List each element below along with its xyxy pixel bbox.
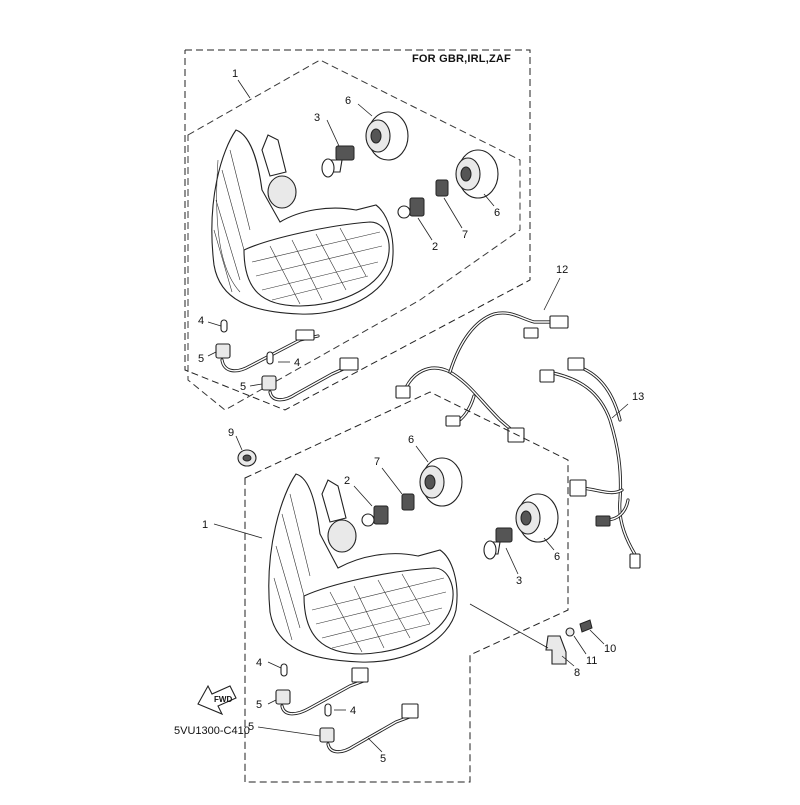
- cap-6-lower-b: [515, 493, 559, 551]
- region-note: FOR GBR,IRL,ZAF: [412, 53, 511, 65]
- callout-lower-1: 1: [202, 519, 208, 531]
- washer-11: [565, 627, 587, 655]
- bulb-4-lower-a: [267, 661, 288, 677]
- callout-lower-6a: 6: [408, 434, 414, 446]
- callout-lower-11: 11: [586, 655, 597, 667]
- callout-upper-5a: 5: [198, 353, 204, 365]
- screw-10: [579, 619, 605, 645]
- upper-assembly: [184, 49, 531, 411]
- grommet-9: [235, 435, 257, 467]
- bulb-3-upper: [321, 119, 355, 178]
- wire-harness-13: [539, 357, 641, 569]
- headlight-housing-lower: [213, 473, 458, 663]
- cap-6-upper-b: [455, 149, 499, 207]
- callout-lower-5c: 5: [380, 753, 386, 765]
- bracket-8: [469, 603, 575, 667]
- lower-assembly: [213, 391, 605, 783]
- callout-lower-4a: 4: [256, 657, 262, 669]
- drawing-code: 5VU1300-C410: [174, 725, 250, 737]
- bulb-4-upper-a: [207, 319, 228, 333]
- fwd-arrow-icon: FWD: [197, 684, 237, 716]
- socket-5-lower-b: [319, 703, 419, 754]
- socket-7-lower: [381, 467, 415, 511]
- callout-lower-8: 8: [574, 667, 580, 679]
- socket-5-upper-a: [207, 329, 320, 373]
- socket-7-upper: [435, 179, 463, 229]
- cap-6-upper-a: [357, 103, 409, 161]
- callout-harness-12: 12: [556, 264, 568, 276]
- bulb-2-upper: [397, 197, 433, 241]
- callout-lower-2: 2: [344, 475, 350, 487]
- callout-upper-4b: 4: [294, 357, 300, 369]
- fwd-label: FWD: [214, 695, 232, 704]
- bulb-3-lower: [483, 527, 519, 575]
- callout-lower-7: 7: [374, 456, 380, 468]
- callout-harness-13: 13: [632, 391, 644, 403]
- callout-lower-3: 3: [516, 575, 522, 587]
- callout-upper-4a: 4: [198, 315, 204, 327]
- callout-labels: 1 3 6 6 7 2 4 5 4 5 12 13 9 1 2 7 6 6 3 …: [198, 68, 644, 765]
- cap-6-lower-a: [415, 445, 463, 507]
- callout-upper-1: 1: [232, 68, 238, 80]
- bulb-4-lower-b: [324, 703, 346, 717]
- callout-upper-7: 7: [462, 229, 468, 241]
- callout-lower-9: 9: [228, 427, 234, 439]
- callout-lower-5b: 5: [248, 721, 254, 733]
- socket-5-upper-b: [249, 357, 359, 402]
- callout-upper-3: 3: [314, 112, 320, 124]
- bulb-4-upper-b: [266, 351, 290, 365]
- wire-harness-12: [395, 277, 569, 443]
- bulb-2-lower: [353, 485, 389, 527]
- callout-lower-4b: 4: [350, 705, 356, 717]
- callout-upper-2: 2: [432, 241, 438, 253]
- headlight-housing-upper: [211, 129, 394, 315]
- callout-lower-5a: 5: [256, 699, 262, 711]
- socket-5-lower-a: [267, 667, 369, 716]
- callout-upper-6a: 6: [345, 95, 351, 107]
- callout-upper-5b: 5: [240, 381, 246, 393]
- callout-upper-6b: 6: [494, 207, 500, 219]
- callout-lower-6b: 6: [554, 551, 560, 563]
- callout-lower-10: 10: [604, 643, 616, 655]
